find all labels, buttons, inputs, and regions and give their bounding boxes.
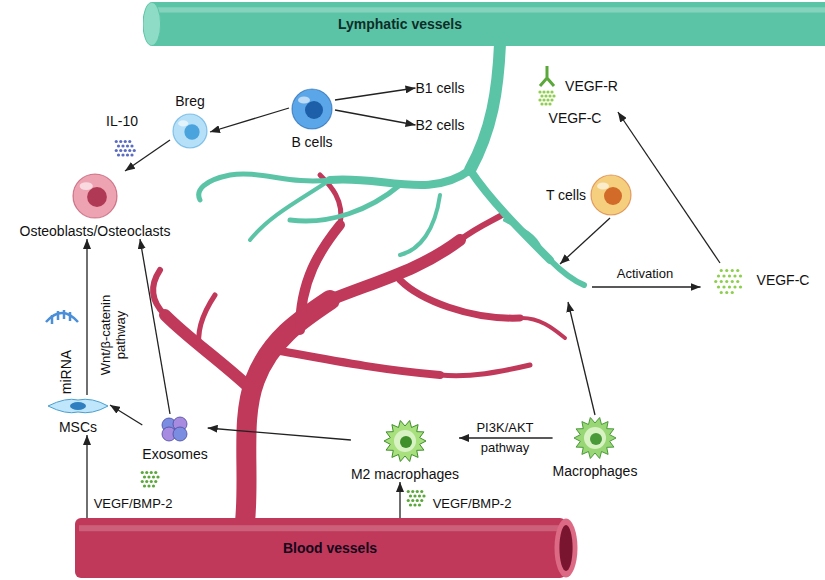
lymphatic-branches [199,44,584,285]
arrow-connector [459,437,553,438]
t-cell: T cells [546,172,634,218]
arrow-connector [335,88,415,100]
m2-macrophage: M2 macrophages [351,418,459,482]
arrow-connector [560,218,610,264]
cell-icon [170,111,210,151]
vegf-receptor: VEGF-R VEGF-C [532,64,618,126]
arrow-connector [110,405,142,425]
cell-icon [289,86,335,132]
arrow-connector [592,286,701,287]
node-text: Blood vessels [283,540,377,556]
node-text: VEGF-C [549,110,602,126]
edge-label: PI3K/AKT pathway [464,418,546,458]
receptor-icon [532,64,562,108]
molecule-dots [115,140,426,507]
cytokine-label: IL-10 [104,114,140,129]
node-text: Breg [175,93,205,109]
breg-cell: Breg [170,93,210,151]
node-text: Osteoblasts/Osteoclasts [20,223,171,239]
cell-icon [70,171,120,221]
edge-label: VEGF/BMP-2 [92,496,175,511]
cell-icon [588,172,634,218]
node-text: MSCs [59,419,97,435]
node-text: VEGF-C [757,272,810,288]
node-text: VEGF-R [565,78,618,94]
arrow-connector [86,435,87,518]
exo-icon [158,414,192,444]
node-text: T cells [546,187,586,203]
msc-icon [46,395,110,417]
arrow-connector [618,112,720,263]
node-text: B1 cells [415,80,464,96]
lymphatic-vessel-band: Lymphatic vessels [143,2,825,46]
spiky-icon [382,418,428,464]
node-text: B cells [291,134,332,150]
node-text: Macrophages [553,463,638,479]
macrophage: Macrophages [553,415,638,479]
mirna-label: miRNA [59,348,74,396]
mirna-symbol [46,310,78,324]
arrow-connector [568,302,595,415]
node-text: B2 cells [415,117,464,133]
arrow-connector [140,239,170,414]
arrow-connector [210,108,289,132]
arrow-connector [399,482,400,518]
arrow-connector [86,239,87,395]
bone-cell: Osteoblasts/Osteoclasts [20,171,171,239]
edge-label: VEGF/BMP-2 [431,496,514,511]
cell-label: B1 cells [415,80,464,96]
edge-label: Wnt/β-catenin pathway [98,286,128,385]
edge-label: Activation [615,266,675,281]
arrow-connector [335,110,415,125]
vessel-tube [143,2,825,46]
arrow-connector [125,140,170,171]
msc-cell: MSCs [46,395,110,435]
node-text: M2 macrophages [351,466,459,482]
arrow-connector [208,428,351,440]
vegf-c-cluster: VEGF-C [701,263,810,297]
dots-icon [701,263,755,297]
node-text: Lymphatic vessels [338,16,462,32]
spiky-icon [572,415,618,461]
exosome: Exosomes [142,414,207,462]
cell-label: B2 cells [415,117,464,133]
blood-vessel-band: Blood vessels [75,518,578,578]
node-text: Exosomes [142,446,207,462]
blood-vessel-branches [153,175,565,522]
b-cell: B cells [289,86,335,150]
